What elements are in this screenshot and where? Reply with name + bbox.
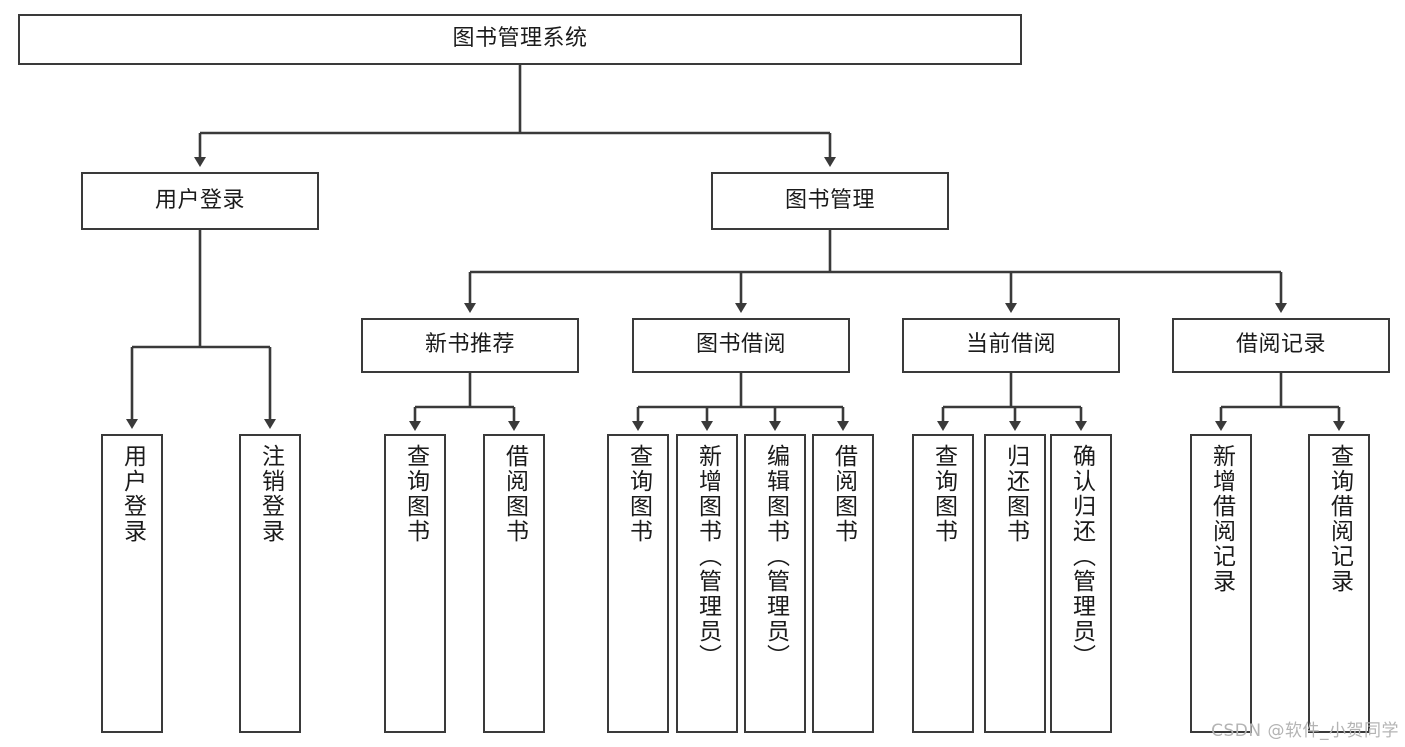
node-label: 查询图书: [402, 444, 429, 544]
node-label: 当前借阅: [965, 332, 1056, 358]
node-label: 借阅图书: [830, 444, 857, 544]
node-label: 图书管理系统: [452, 26, 588, 52]
node-label: 用户登录: [154, 187, 245, 213]
leaf-node[interactable]: 查询图书: [607, 434, 669, 733]
leaf-node[interactable]: 归还图书: [984, 434, 1046, 733]
level3-node[interactable]: 当前借阅: [902, 318, 1120, 373]
leaf-node[interactable]: 注销登录: [239, 434, 301, 733]
leaf-node[interactable]: 查询图书: [384, 434, 446, 733]
level2-node[interactable]: 用户登录: [81, 172, 319, 230]
level2-node[interactable]: 图书管理: [711, 172, 949, 230]
node-label: 归还图书: [1002, 444, 1029, 544]
leaf-node[interactable]: 编辑图书（管理员）: [744, 434, 806, 733]
node-label: 借阅记录: [1235, 332, 1326, 358]
node-label: 用户登录: [119, 444, 146, 544]
node-label: 编辑图书（管理员）: [762, 444, 789, 669]
leaf-node[interactable]: 查询借阅记录: [1308, 434, 1370, 733]
leaf-node[interactable]: 用户登录: [101, 434, 163, 733]
node-label: 新增图书（管理员）: [694, 444, 721, 669]
level3-node[interactable]: 新书推荐: [361, 318, 579, 373]
node-label: 查询图书: [930, 444, 957, 544]
level3-node[interactable]: 图书借阅: [632, 318, 850, 373]
node-label: 查询图书: [625, 444, 652, 544]
leaf-node[interactable]: 借阅图书: [483, 434, 545, 733]
node-label: 图书管理: [784, 187, 875, 213]
node-label: 图书借阅: [695, 332, 786, 358]
node-label: 查询借阅记录: [1326, 444, 1353, 594]
node-label: 新书推荐: [424, 332, 515, 358]
leaf-node[interactable]: 查询图书: [912, 434, 974, 733]
leaf-node[interactable]: 确认归还（管理员）: [1050, 434, 1112, 733]
node-label: 借阅图书: [501, 444, 528, 544]
root-node[interactable]: 图书管理系统: [18, 14, 1022, 65]
node-label: 确认归还（管理员）: [1068, 444, 1095, 669]
level3-node[interactable]: 借阅记录: [1172, 318, 1390, 373]
node-label: 新增借阅记录: [1208, 444, 1235, 594]
leaf-node[interactable]: 新增图书（管理员）: [676, 434, 738, 733]
leaf-node[interactable]: 借阅图书: [812, 434, 874, 733]
node-label: 注销登录: [257, 444, 284, 544]
leaf-node[interactable]: 新增借阅记录: [1190, 434, 1252, 733]
